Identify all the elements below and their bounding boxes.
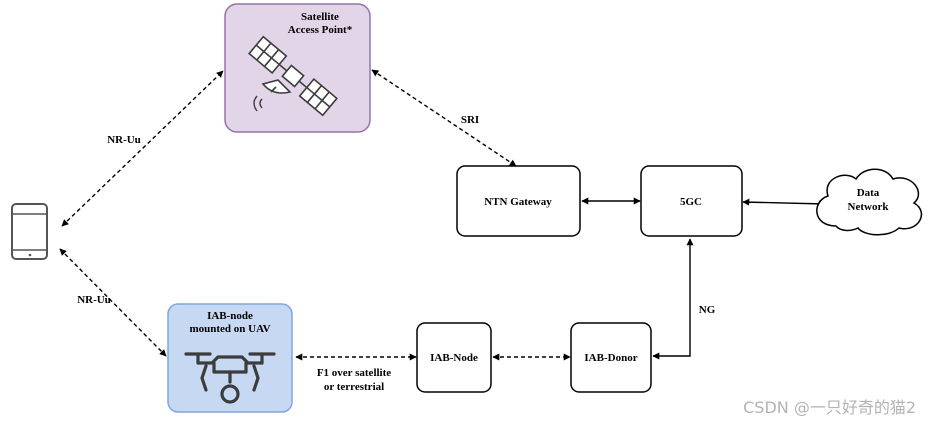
link-phone-satellite: [61, 70, 224, 227]
cloud-icon: [816, 168, 923, 236]
iab-node-label: IAB-Node: [430, 352, 478, 364]
data-network-label-line2: Network: [848, 201, 890, 213]
iab-donor-label: IAB-Donor: [584, 352, 637, 364]
iab-node-uav: IAB-node mounted on UAV: [167, 303, 293, 413]
iab-donor-box: IAB-Donor: [570, 322, 652, 393]
uav-title-line1: IAB-node: [207, 310, 253, 322]
satellite-title-line2: Access Point*: [288, 24, 353, 36]
connections: [59, 69, 826, 361]
core-5gc-node: 5GC: [640, 165, 743, 237]
label-sri: SRI: [461, 114, 479, 126]
ntn-gateway-label: NTN Gateway: [484, 196, 552, 208]
link-donor-5gc: [652, 238, 694, 360]
satellite-icon: [248, 35, 338, 117]
link-satellite-gateway: [371, 69, 517, 167]
label-f1-line2: or terrestrial: [324, 381, 384, 393]
ntn-gateway-node: NTN Gateway: [456, 165, 581, 237]
core-5gc-label: 5GC: [680, 196, 702, 208]
drone-icon: [184, 352, 276, 404]
smartphone-icon: [11, 203, 48, 260]
link-phone-uav: [59, 248, 167, 357]
iab-node-box: IAB-Node: [416, 322, 492, 393]
link-5gc-datanetwork: [742, 198, 826, 208]
uav-title-line2: mounted on UAV: [189, 323, 270, 335]
label-nr-uu-bottom: NR-Uu: [77, 294, 111, 306]
data-network-node: Data Network: [816, 168, 923, 236]
label-nr-uu-top: NR-Uu: [107, 134, 141, 146]
label-ng: NG: [699, 304, 716, 316]
satellite-title-line1: Satellite: [301, 11, 339, 23]
watermark: CSDN @一只好奇的猫2: [743, 398, 916, 417]
satellite-access-point: Satellite Access Point*: [224, 3, 371, 133]
data-network-label-line1: Data: [857, 187, 880, 199]
label-f1-line1: F1 over satellite: [317, 367, 391, 379]
